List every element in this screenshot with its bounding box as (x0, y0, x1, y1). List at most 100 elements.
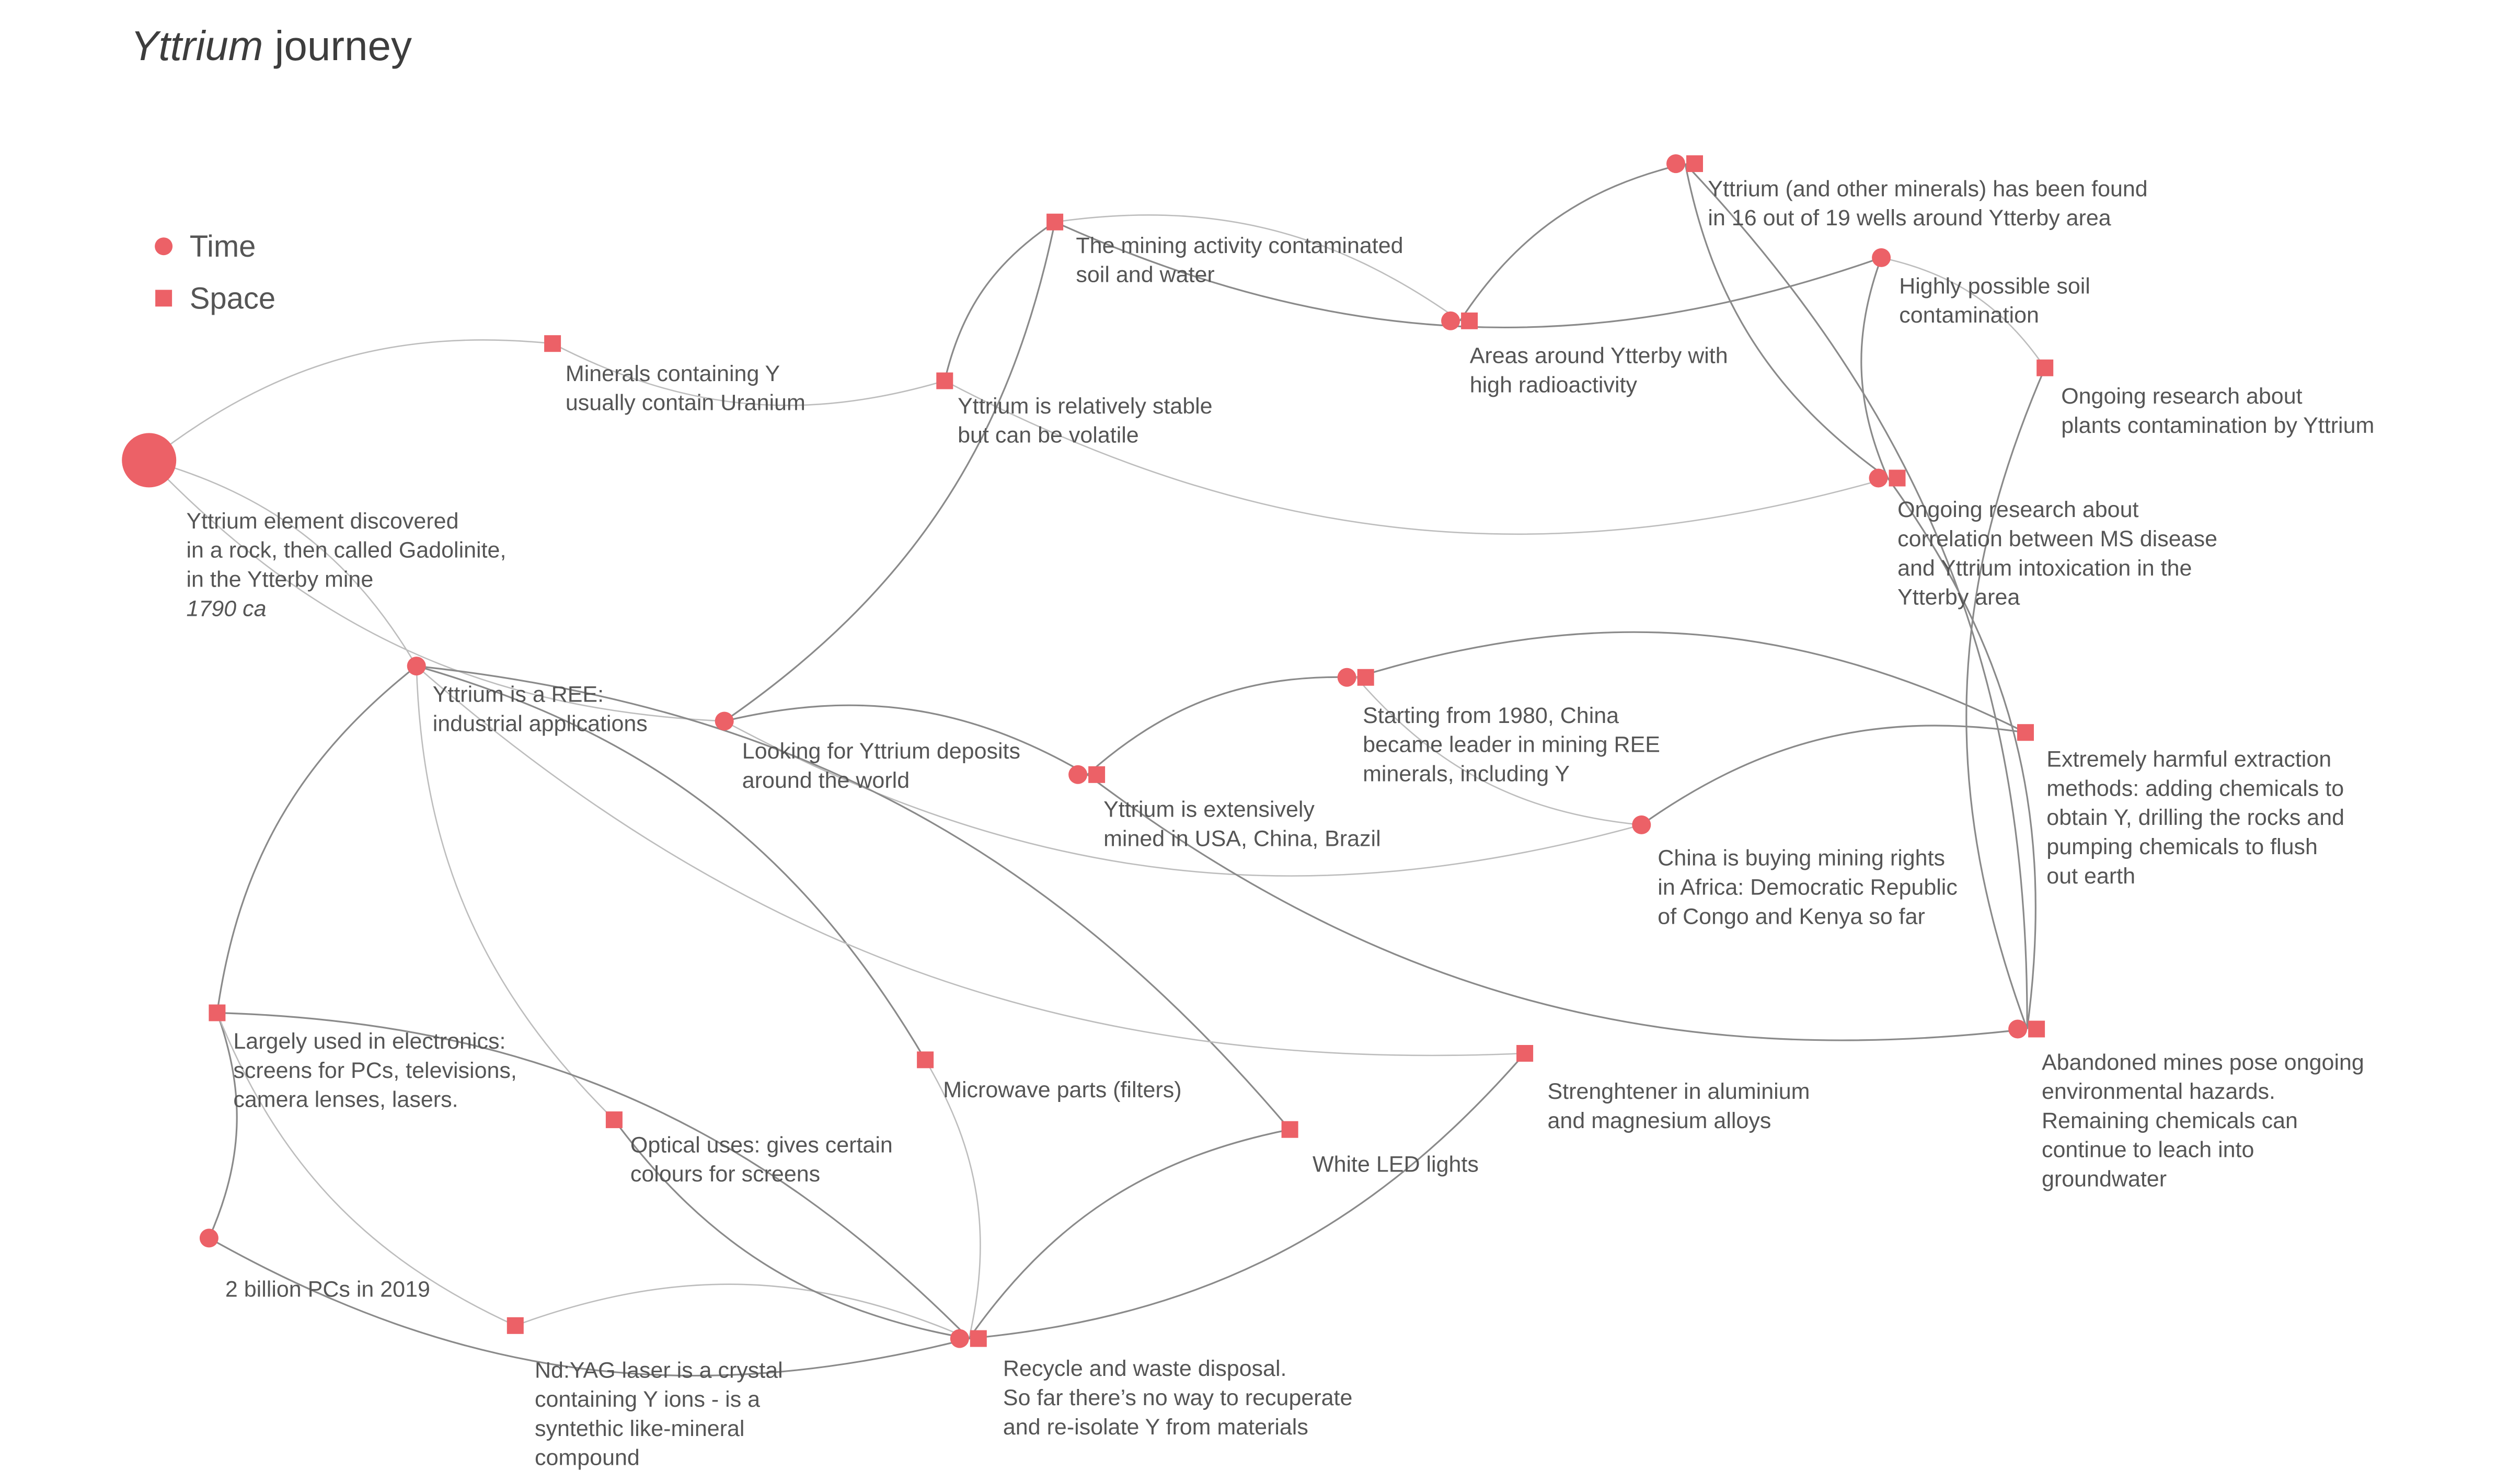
edge-optical-to-recycle (613, 1119, 970, 1340)
node-line-ree: industrial applications (433, 711, 648, 736)
node-line-abandoned: continue to leach into (2042, 1138, 2254, 1163)
node-line-abandoned: environmental hazards. (2042, 1079, 2275, 1104)
node-label-recycle: Recycle and waste disposal. So far there’… (1003, 1356, 1352, 1440)
node-label-abandoned: Abandoned mines pose ongoing environmenta… (2042, 1050, 2364, 1191)
node-label-pcs: 2 billion PCs in 2019 (225, 1277, 430, 1302)
edge-radioactivity-to-wells (1459, 163, 1686, 321)
optical-space-marker (605, 1111, 623, 1129)
discovered-time-marker (122, 433, 177, 488)
node-line-ms: Ongoing research about (1897, 497, 2138, 522)
edge-laser-to-recycle (515, 1283, 970, 1339)
electronics-space-marker (209, 1004, 226, 1021)
node-note-discovered: 1790 ca (187, 596, 267, 621)
node-line-optical: Optical uses: gives certain (630, 1132, 893, 1157)
edge-mined-to-china1980 (1087, 676, 1356, 775)
node-label-wells: Yttrium (and other minerals) has been fo… (1708, 176, 2147, 231)
edge-ree-to-electronics (216, 665, 417, 1013)
node-line-stable: but can be volatile (958, 423, 1139, 448)
edge-wells-to-ms (1684, 163, 1889, 479)
node-line-laser: syntethic like-mineral (535, 1416, 744, 1441)
edge-alloys-to-recycle (969, 1052, 1526, 1340)
edge-discovered-to-deposits (148, 459, 724, 722)
edge-microwave-to-recycle (924, 1059, 981, 1339)
node-line-alloys: Strenghtener in aluminium (1548, 1079, 1810, 1104)
node-line-china1980: became leader in mining REE (1363, 732, 1660, 757)
africa-time-marker (1632, 815, 1651, 834)
node-line-africa: China is buying mining rights (1658, 846, 1945, 871)
edge-ms-to-abandoned (1887, 477, 2036, 1029)
node-line-plants: Ongoing research about (2061, 384, 2302, 409)
title-rest: journey (263, 22, 412, 69)
contaminated-space-marker (1046, 213, 1064, 231)
node-line-radioactivity: high radioactivity (1470, 373, 1638, 398)
node-line-wells: Yttrium (and other minerals) has been fo… (1708, 176, 2147, 201)
legend-circle-marker (155, 237, 173, 256)
laser-space-marker (507, 1317, 524, 1334)
node-line-electronics: screens for PCs, televisions, (233, 1058, 516, 1083)
edge-deposits-to-mined (724, 704, 1088, 776)
edge-deposits-to-africa (724, 720, 1642, 877)
abandoned-time-marker (2008, 1019, 2028, 1039)
edge-uranium-to-stable (552, 343, 945, 406)
wells-space-marker (1686, 155, 1703, 173)
node-line-abandoned: Abandoned mines pose ongoing (2042, 1050, 2364, 1075)
edge-stable-to-contaminated (943, 221, 1055, 381)
node-line-laser: containing Y ions - is a (535, 1387, 760, 1412)
node-line-microwave: Microwave parts (filters) (943, 1077, 1181, 1102)
edge-china1980-to-africa (1355, 676, 1642, 826)
led-space-marker (1281, 1121, 1298, 1138)
wells-time-marker (1666, 154, 1685, 174)
mined-space-marker (1088, 766, 1106, 783)
mined-time-marker (1068, 765, 1088, 784)
uranium-space-marker (544, 335, 561, 352)
legend-square-marker (155, 290, 172, 307)
node-line-soil: contamination (1899, 303, 2039, 328)
node-line-china1980: minerals, including Y (1363, 762, 1570, 787)
node-line-pcs: 2 billion PCs in 2019 (225, 1277, 430, 1302)
edge-ree-to-led (416, 665, 1291, 1130)
node-line-contaminated: soil and water (1076, 262, 1214, 288)
ms-time-marker (1869, 468, 1888, 488)
node-line-extraction: methods: adding chemicals to (2046, 776, 2344, 801)
node-line-extraction: obtain Y, drilling the rocks and (2046, 805, 2344, 830)
node-line-recycle: and re-isolate Y from materials (1003, 1415, 1308, 1440)
recycle-space-marker (970, 1330, 987, 1347)
diagram-title: Yttrium journey (131, 22, 412, 70)
edge-soil-to-ms (1860, 257, 1889, 479)
alloys-space-marker (1516, 1045, 1534, 1062)
plants-space-marker (2036, 359, 2054, 376)
node-label-electronics: Largely used in electronics:screens for … (233, 1029, 516, 1112)
node-line-recycle: So far there’s no way to recuperate (1003, 1385, 1352, 1410)
edge-mined-to-abandoned (1087, 774, 2028, 1041)
soil-time-marker (1872, 248, 1891, 267)
node-line-discovered: Yttrium element discovered (187, 509, 459, 534)
node-line-deposits: around the world (742, 768, 910, 793)
node-line-electronics: camera lenses, lasers. (233, 1087, 458, 1112)
node-line-extraction: out earth (2046, 864, 2135, 889)
node-label-microwave: Microwave parts (filters) (943, 1077, 1181, 1102)
node-line-ms: correlation between MS disease (1897, 526, 2217, 552)
marker-layer (122, 154, 2054, 1348)
node-line-stable: Yttrium is relatively stable (958, 394, 1213, 419)
edge-discovered-to-ree (148, 459, 417, 667)
edge-africa-to-extraction (1641, 725, 2026, 826)
edge-ree-to-alloys (416, 665, 1525, 1056)
deposits-time-marker (715, 711, 734, 731)
edge-contaminated-to-radioactivity (1054, 214, 1460, 321)
edge-ree-to-optical (416, 666, 615, 1121)
edge-stable-to-ms (944, 380, 1888, 535)
node-line-recycle: Recycle and waste disposal. (1003, 1356, 1287, 1381)
node-line-alloys: and magnesium alloys (1548, 1108, 1771, 1133)
